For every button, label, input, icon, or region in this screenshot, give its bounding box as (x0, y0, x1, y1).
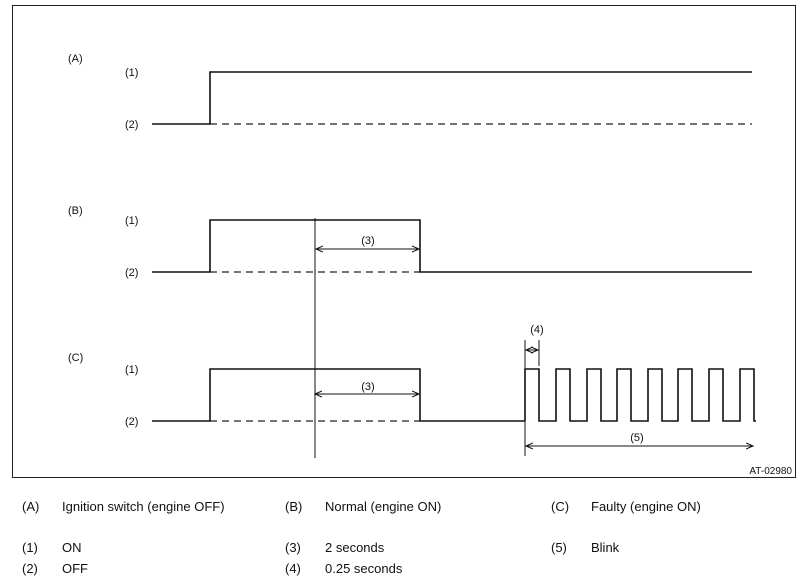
panel-c-off-label: (2) (125, 416, 138, 428)
legend-text: ON (62, 540, 82, 555)
legend-text: 2 seconds (325, 540, 385, 555)
legend-item-a: (A) Ignition switch (engine OFF) (22, 499, 225, 514)
panel-b-label: (B) (68, 205, 83, 217)
panel-a-off-label: (2) (125, 119, 138, 131)
legend-item-2: (2) OFF (22, 561, 88, 576)
legend-item-3: (3) 2 seconds (285, 540, 384, 555)
panel-b-off-label: (2) (125, 267, 138, 279)
panel-a-on-label: (1) (125, 67, 138, 79)
legend-item-b: (B) Normal (engine ON) (285, 499, 441, 514)
legend-item-1: (1) ON (22, 540, 82, 555)
legend-key: (C) (551, 499, 570, 514)
legend-item-5: (5) Blink (551, 540, 619, 555)
legend-item-4: (4) 0.25 seconds (285, 561, 402, 576)
panel-b-on-label: (1) (125, 215, 138, 227)
timing-diagram: (A) (1) (2) (B) (1) (2) (3) (C) (1) (2) … (68, 53, 756, 458)
legend-item-c: (C) Faulty (engine ON) (551, 499, 701, 514)
legend-key: (5) (551, 540, 567, 555)
panel-c-blink-signal (524, 368, 756, 422)
blink-duration-label: (5) (630, 432, 643, 444)
diagram-frame (12, 5, 796, 478)
legend-key: (A) (22, 499, 40, 514)
legend-text: Ignition switch (engine OFF) (62, 499, 225, 514)
panel-c-signal (152, 368, 525, 422)
panel-a-signal (152, 71, 752, 125)
legend-text: 0.25 seconds (325, 561, 403, 576)
legend-key: (2) (22, 561, 38, 576)
legend-text: Blink (591, 540, 620, 555)
legend-key: (4) (285, 561, 301, 576)
panel-a-label: (A) (68, 53, 83, 65)
legend-key: (3) (285, 540, 301, 555)
legend-text: OFF (62, 561, 88, 576)
figure-code: AT-02980 (749, 466, 792, 477)
panel-b-interval-label: (3) (361, 235, 374, 247)
panel-c-interval-label: (3) (361, 381, 374, 393)
legend-text: Normal (engine ON) (325, 499, 442, 514)
pulse-width-label: (4) (530, 324, 543, 336)
panel-c-on-label: (1) (125, 364, 138, 376)
panel-b-signal (152, 219, 752, 273)
legend-key: (B) (285, 499, 303, 514)
panel-c-label: (C) (68, 352, 83, 364)
legend-key: (1) (22, 540, 38, 555)
legend-text: Faulty (engine ON) (591, 499, 701, 514)
